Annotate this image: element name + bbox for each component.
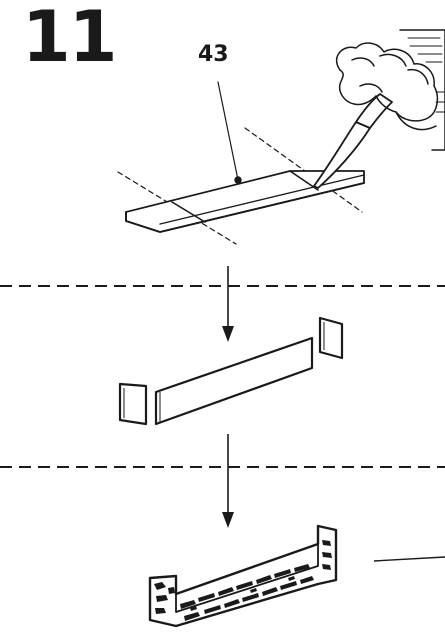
stone-wall-icon <box>148 524 338 628</box>
assembly-leader-line <box>373 556 445 562</box>
hand-with-knife-icon <box>335 29 445 151</box>
score-mark-left <box>171 201 206 223</box>
part-number-label: 43 <box>198 42 229 67</box>
wall-panel <box>154 336 314 426</box>
card-strip-edge <box>125 182 365 233</box>
cutting-stage <box>117 29 445 245</box>
cut-guide-right <box>244 127 363 213</box>
cut-guide-left <box>117 171 237 245</box>
end-piece-left <box>118 382 148 426</box>
callout-leader <box>217 81 239 181</box>
end-piece-right <box>318 316 344 360</box>
callout-dot <box>234 176 242 184</box>
separated-pieces <box>118 316 344 426</box>
arrow-down-icon <box>222 434 234 528</box>
score-mark-right <box>289 170 319 191</box>
knife-handle <box>355 93 393 129</box>
step-number: 11 <box>22 0 117 78</box>
arrow-down-icon <box>222 266 234 342</box>
card-strip <box>125 170 365 233</box>
